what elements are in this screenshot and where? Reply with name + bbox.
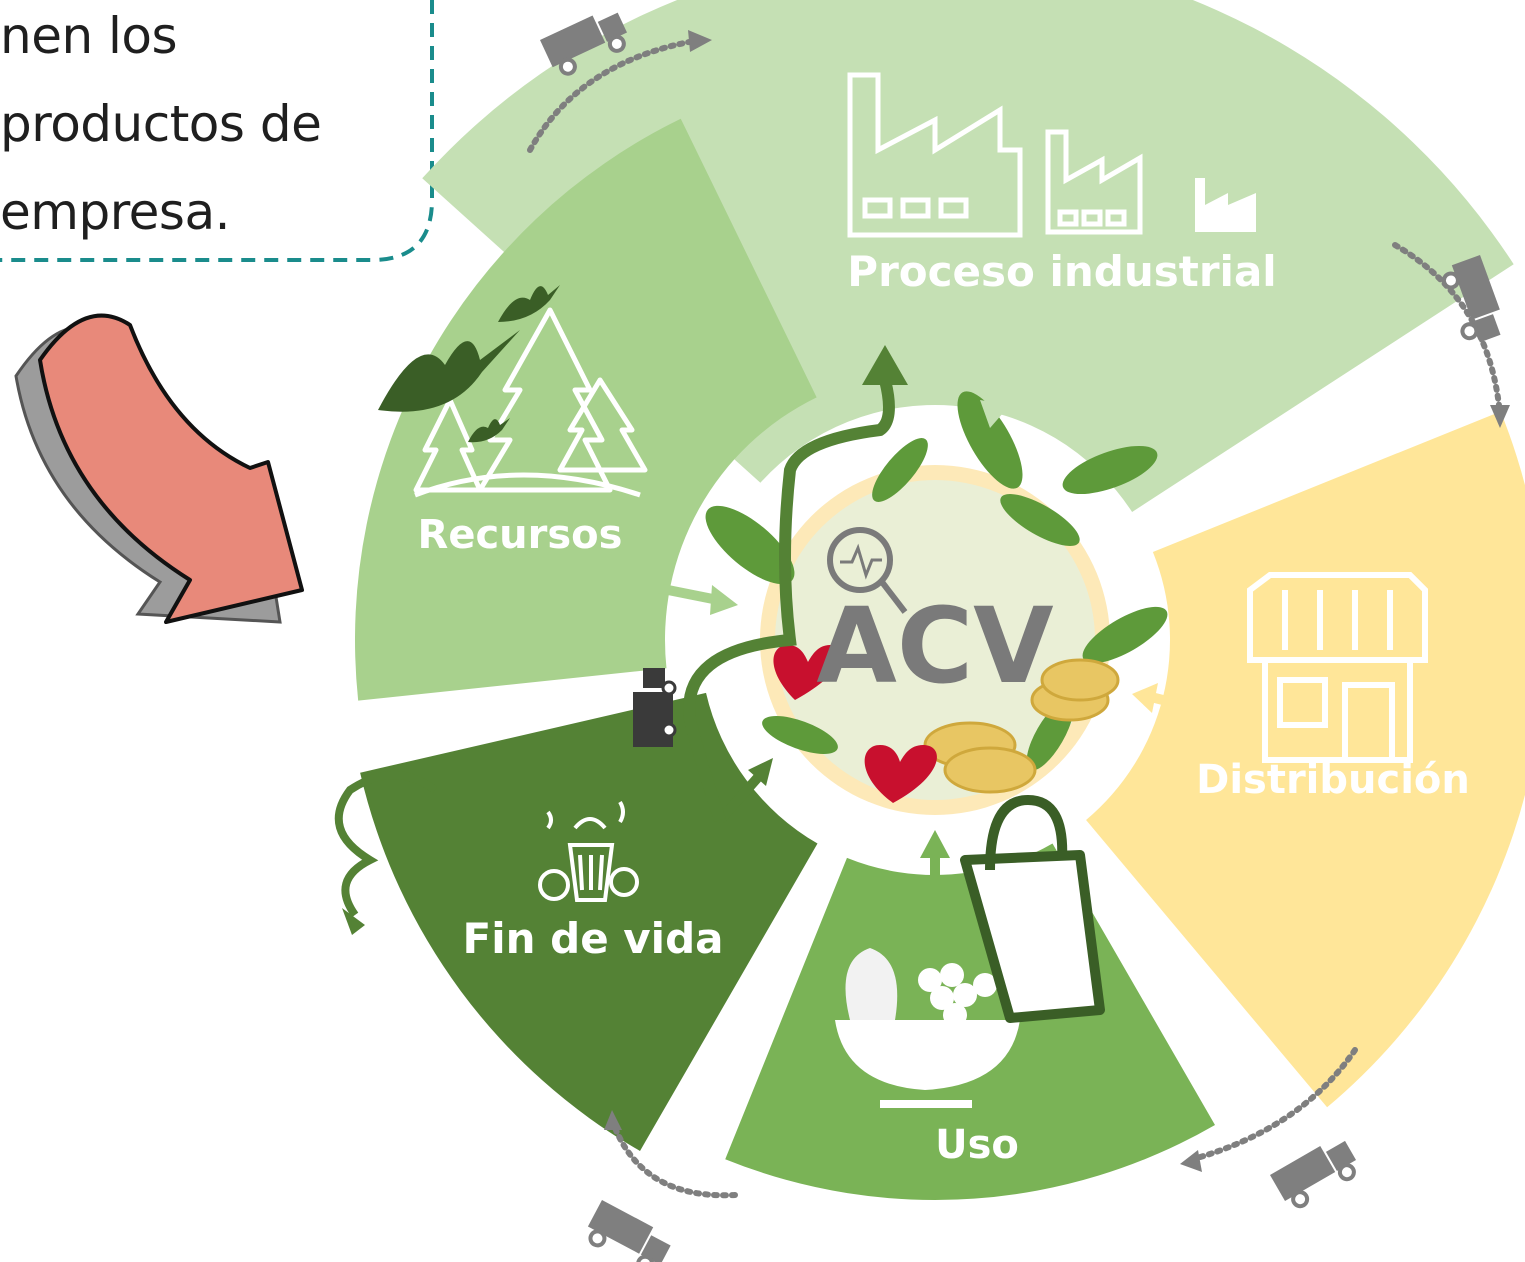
truck-icon [633, 668, 677, 747]
truck-icon [587, 1200, 671, 1262]
stage-label-resources: Recursos [418, 512, 623, 558]
trucks [540, 12, 1501, 1262]
leaf-icon [1082, 606, 1168, 664]
factory-small-icon [1195, 178, 1256, 232]
transport-path-bottom-right [1187, 1047, 1358, 1163]
coins-icon [923, 658, 1120, 794]
heart-icon [864, 745, 937, 803]
leaf-icon [762, 716, 838, 754]
magnifier-icon [827, 527, 908, 614]
trees-birds-icon [413, 307, 648, 498]
truck-icon [1270, 1140, 1357, 1209]
acv-label: ACV [816, 585, 1053, 707]
arrowhead-right [1490, 405, 1510, 428]
truck-icon [1441, 255, 1501, 343]
trash-icon [538, 800, 639, 902]
transport-paths [527, 37, 1503, 1199]
segment-end-of-life [360, 692, 818, 1151]
shopping-bag-icon [960, 794, 1105, 1023]
pointer-arrow [14, 313, 304, 624]
heart-icon [773, 645, 842, 700]
callout-line-3: empresa. [0, 183, 231, 241]
flow-arrows [653, 345, 1215, 910]
arrowhead-top [688, 30, 712, 52]
hummingbird-icons [378, 285, 560, 443]
factory-icon [847, 72, 1143, 238]
bird-icon [498, 285, 560, 322]
leaf-icon [705, 505, 795, 585]
leaf-icon [1062, 445, 1158, 495]
arrowhead-bottom-left [604, 1110, 622, 1130]
callout-box-border [0, 0, 434, 262]
stage-label-distribution: Distribución [1196, 757, 1470, 803]
leaf-icon [872, 438, 928, 502]
leaf-icon [957, 391, 1023, 489]
transport-path-top-left [527, 37, 703, 153]
transport-path-bottom-left [609, 1117, 738, 1199]
arrowhead-bottom-right [1180, 1150, 1202, 1172]
acv-center: ACV [705, 391, 1168, 815]
leaf-icon [1000, 494, 1080, 546]
callout-line-2: productos de [0, 95, 322, 153]
transport-arrowheads [604, 30, 1510, 1172]
bird-icon [468, 418, 510, 443]
fruit-bowl-icon [835, 948, 1020, 1108]
callout-text: nen los productos de empresa. [0, 0, 428, 256]
stage-label-industrial: Proceso industrial [847, 247, 1276, 296]
stage-label-use: Uso [935, 1122, 1019, 1168]
truck-icon [540, 12, 627, 76]
transport-path-right [1392, 242, 1503, 418]
recycling-path [334, 345, 908, 935]
store-icon [1247, 572, 1428, 763]
stage-label-end-of-life: Fin de vida [463, 914, 724, 963]
bird-icon [378, 330, 520, 412]
callout-line-1: nen los [0, 7, 178, 65]
